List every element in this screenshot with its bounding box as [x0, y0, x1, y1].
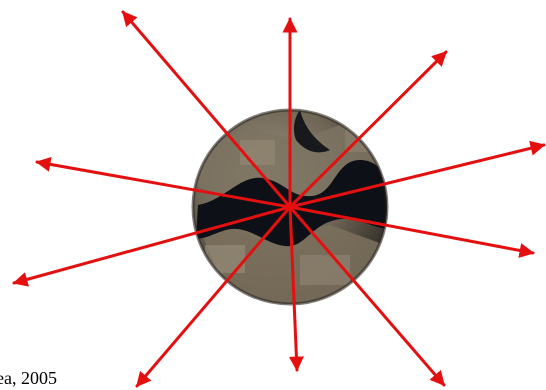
citation-caption: ea, 2005 [0, 368, 57, 388]
